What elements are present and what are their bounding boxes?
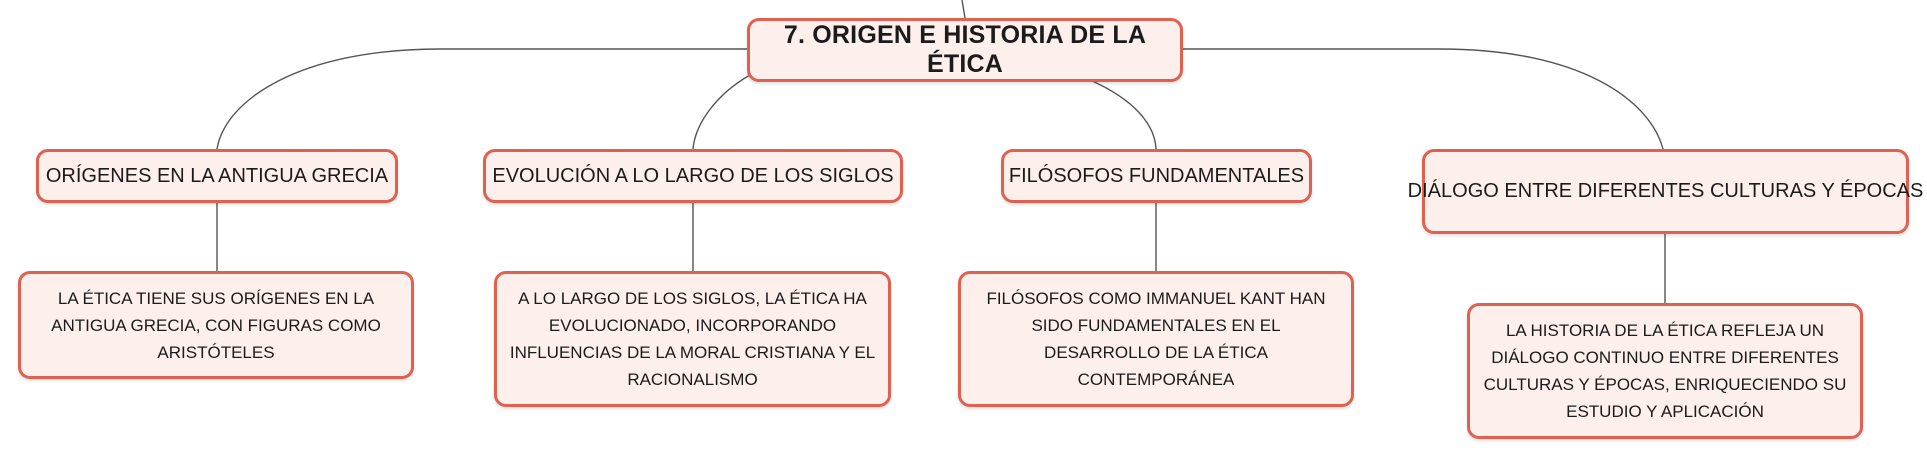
topic-label: FILÓSOFOS FUNDAMENTALES <box>1008 164 1305 187</box>
detail-node-evolucion[interactable]: A LO LARGO DE LOS SIGLOS, LA ÉTICA HA EV… <box>494 271 891 407</box>
central-topic-label: 7. ORIGEN E HISTORIA DE LA ÉTICA <box>783 21 1147 78</box>
detail-node-filosofos[interactable]: FILÓSOFOS COMO IMMANUEL KANT HAN SIDO FU… <box>958 271 1354 407</box>
central-topic-node[interactable]: 7. ORIGEN E HISTORIA DE LA ÉTICA <box>747 18 1183 82</box>
topic-node-dialogo[interactable]: DIÁLOGO ENTRE DIFERENTES CULTURAS Y ÉPOC… <box>1408 149 1923 234</box>
topic-label: DIÁLOGO ENTRE DIFERENTES CULTURAS Y ÉPOC… <box>1407 180 1924 202</box>
topic-node-filosofos[interactable]: FILÓSOFOS FUNDAMENTALES <box>1001 149 1312 203</box>
connector-central-topic-2 <box>692 74 751 150</box>
detail-node-dialogo[interactable]: LA HISTORIA DE LA ÉTICA REFLEJA UN DIÁLO… <box>1467 303 1863 439</box>
detail-text: LA HISTORIA DE LA ÉTICA REFLEJA UN DIÁLO… <box>1483 321 1847 421</box>
topic-label: EVOLUCIÓN A LO LARGO DE LOS SIGLOS <box>492 164 894 187</box>
topic-label: ORÍGENES EN LA ANTIGUA GRECIA <box>45 164 389 187</box>
detail-text: FILÓSOFOS COMO IMMANUEL KANT HAN SIDO FU… <box>986 289 1326 389</box>
detail-text: LA ÉTICA TIENE SUS ORÍGENES EN LA ANTIGU… <box>51 288 381 362</box>
connector-central-topic-3 <box>1089 79 1157 150</box>
connector-central-topic-4 <box>1183 48 1664 150</box>
connector-parent <box>961 0 966 19</box>
connector-central-topic-1 <box>216 48 747 150</box>
detail-node-origenes[interactable]: LA ÉTICA TIENE SUS ORÍGENES EN LA ANTIGU… <box>18 271 414 379</box>
topic-node-origenes[interactable]: ORÍGENES EN LA ANTIGUA GRECIA <box>36 149 398 203</box>
detail-text: A LO LARGO DE LOS SIGLOS, LA ÉTICA HA EV… <box>509 289 876 389</box>
topic-node-evolucion[interactable]: EVOLUCIÓN A LO LARGO DE LOS SIGLOS <box>483 149 903 203</box>
